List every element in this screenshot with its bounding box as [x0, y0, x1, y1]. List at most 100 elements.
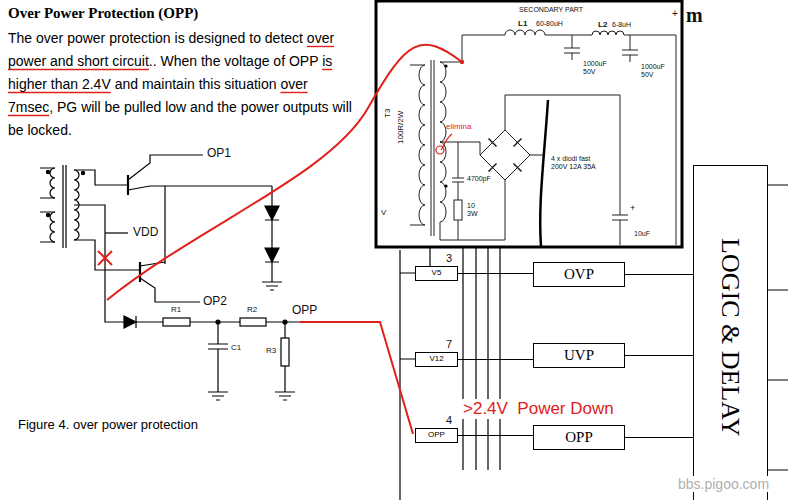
opp-schematic: [40, 155, 300, 400]
ground-symbol: [275, 366, 295, 400]
diode-mark: [489, 139, 522, 172]
part-name: T3: [383, 109, 392, 118]
signal-name: V: [381, 208, 386, 217]
connector-wire: [625, 274, 693, 275]
wire: [265, 220, 279, 248]
capacitor-symbol: [452, 142, 464, 200]
pin-number: 3: [446, 252, 452, 265]
transistor-base: [127, 175, 129, 195]
figure-caption: Figure 4. over power protection: [18, 418, 198, 433]
part-value: 1000uF 50V: [583, 60, 607, 76]
part-value: 1000uF 50V: [641, 63, 665, 79]
capacitor-symbol: [622, 35, 638, 62]
pin-number: 4: [446, 414, 452, 427]
resistor-symbol: [454, 200, 462, 220]
part-value: 10 3W: [467, 202, 478, 218]
transformer-core: [63, 165, 66, 248]
wire: [265, 262, 279, 282]
pin-box: V12: [415, 352, 458, 367]
polarity-dot: [46, 170, 49, 173]
connector-wire: [625, 355, 693, 356]
wire: [440, 142, 480, 155]
wire: [140, 262, 165, 266]
wire: [505, 95, 628, 245]
ground-symbol: [262, 282, 282, 290]
wire: [505, 180, 506, 240]
wire: [40, 168, 55, 242]
signal-name: OPP: [292, 304, 317, 318]
heading-fragment: m: [686, 4, 703, 27]
red-annotation: >2.4V Power Down: [461, 399, 616, 419]
wire: [128, 155, 203, 180]
inset-frame: [376, 1, 682, 247]
part-name: L1: [518, 19, 527, 28]
cross-mark: [98, 251, 112, 265]
red-underline: [8, 69, 149, 70]
wire: [440, 62, 462, 63]
wire: [74, 205, 124, 322]
capacitor-symbol: [208, 322, 228, 392]
diode-symbol: [265, 206, 279, 220]
polarity-dot: [444, 184, 447, 187]
pin-box: V5: [415, 266, 458, 281]
part-name: R1: [171, 305, 181, 314]
section-label: SECONDARY PART: [519, 6, 583, 14]
polarity-mark: +: [630, 203, 635, 213]
part-note: 4 x diodi fast 200V 12A 35A: [551, 155, 607, 171]
part-name: L2: [598, 20, 607, 29]
polarity-dot: [81, 171, 84, 174]
box-text: LOGIC & DELAY: [716, 238, 745, 436]
red-pointer: [441, 134, 452, 150]
box-text: OPP: [428, 431, 445, 440]
diode-symbol: [265, 248, 279, 262]
logic-block: LOGIC & DELAY: [693, 165, 768, 500]
wire: [140, 278, 200, 302]
ground-symbol: [208, 392, 228, 400]
diode-symbol: [124, 316, 136, 328]
box-text: OVP: [564, 266, 594, 283]
wire: [530, 155, 543, 156]
detector-box: OPP: [533, 425, 625, 450]
wire: [284, 322, 285, 338]
wire: [136, 316, 163, 328]
polarity-dot: [444, 64, 447, 67]
vdd-wire: [105, 232, 128, 233]
output-rail: [462, 30, 676, 245]
box-text: OPP: [565, 429, 593, 446]
pin-number: 7: [446, 338, 452, 351]
wire: [190, 321, 240, 322]
red-underline: [8, 115, 49, 116]
part-value: 60-80uH: [536, 20, 563, 28]
inset-wiring: [410, 30, 676, 246]
red-underline: [280, 92, 307, 93]
red-marks: [98, 251, 413, 434]
wire: [164, 186, 165, 264]
signal-name: OP2: [203, 295, 227, 309]
wire: [74, 240, 140, 270]
connector-wire: [625, 437, 693, 438]
part-value: 6-8uH: [612, 21, 631, 29]
transformer-core: [431, 60, 434, 236]
detector-box: OVP: [533, 262, 625, 287]
connector-wire: [458, 273, 533, 274]
red-underline: [322, 69, 332, 70]
wire: [74, 170, 127, 185]
box-text: UVP: [564, 347, 594, 364]
transformer-coil: [419, 65, 425, 225]
red-circle: [436, 146, 444, 154]
resistor-symbol: [163, 318, 190, 326]
part-name: R2: [247, 305, 257, 314]
resistor-symbol: [281, 338, 289, 366]
pen-stroke: [540, 100, 548, 246]
red-underline: [8, 92, 111, 93]
detector-box: UVP: [533, 343, 625, 368]
part-value: 4700pF: [467, 175, 491, 183]
bridge-rectifier: [480, 130, 530, 180]
inset-schematic: [376, 1, 682, 247]
signal-name: VDD: [133, 226, 158, 240]
capacitor-symbol: [564, 35, 580, 60]
connector-wire: [458, 359, 533, 360]
watermark: bbs.pigoo.com: [676, 476, 771, 492]
part-value: 100R/2W: [396, 111, 405, 144]
red-dot: [460, 60, 464, 64]
